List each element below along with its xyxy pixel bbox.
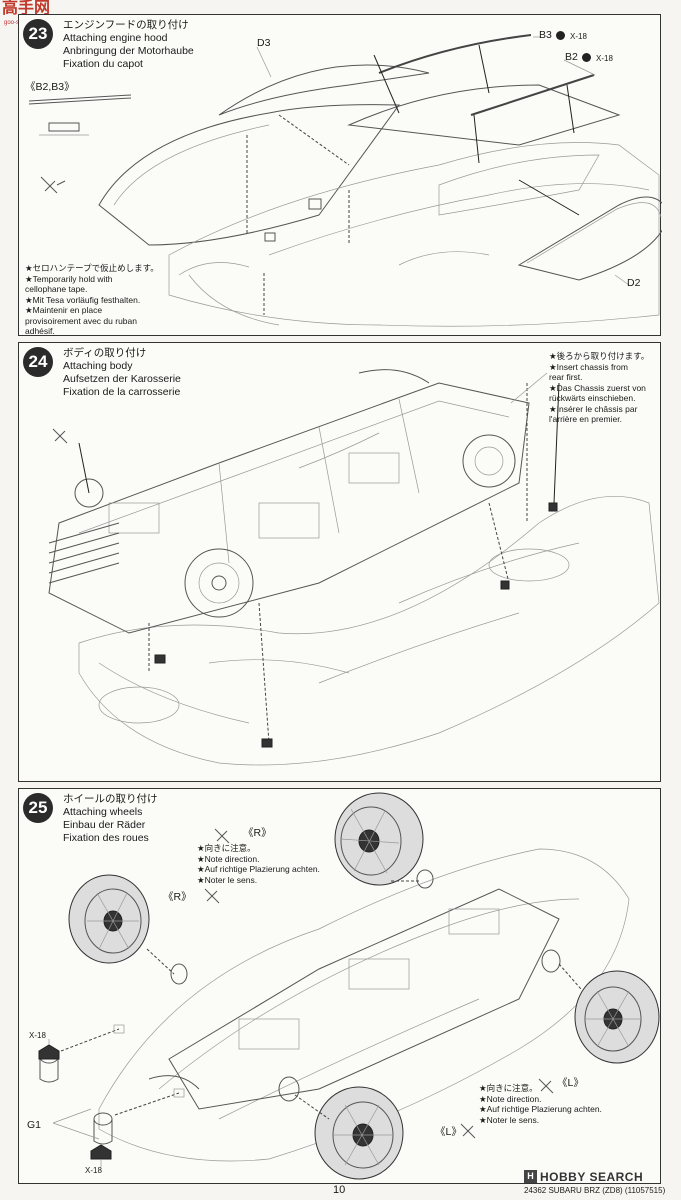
part-label-b2-b3: 《B2,B3》 <box>25 81 75 93</box>
note-line: rear first. <box>549 372 583 382</box>
title-en: Attaching body <box>63 360 133 372</box>
note-line: l'arrière en premier. <box>549 414 622 424</box>
hobby-search-logo-icon: H <box>524 1170 537 1183</box>
hobby-search-logo: HOBBY SEARCH <box>540 1170 644 1184</box>
wheel-label-r-front: 《R》 <box>163 891 192 903</box>
step-24-note: ★後ろから取り付けます。 ★Insert chassis from rear f… <box>549 351 649 425</box>
page-number: 10 <box>333 1184 346 1196</box>
step-25-note-bottom: ★向きに注意。 ★Note direction. ★Auf richtige P… <box>479 1083 602 1125</box>
screwdriver-icon <box>52 428 68 444</box>
step-title: ホイールの取り付け Attaching wheels Einbau der Rä… <box>63 793 158 845</box>
step-24-panel: 24 ボディの取り付け Attaching body Aufsetzen der… <box>18 342 661 782</box>
note-line: ★Insert chassis from <box>549 361 628 372</box>
note-line: ★Auf richtige Plazierung achten. <box>479 1104 602 1114</box>
title-en: Attaching engine hood <box>63 32 168 44</box>
part-label-b3: B3 <box>539 29 552 41</box>
title-jp: ボディの取り付け <box>63 347 147 359</box>
title-de: Einbau der Räder <box>63 819 146 831</box>
note-line: ★Noter le sens. <box>479 1114 540 1125</box>
wheels-diagram <box>38 792 660 1180</box>
screwdriver-icon <box>204 828 554 1139</box>
step-number: 24 <box>23 347 53 377</box>
title-fr: Fixation de la carrosserie <box>63 386 181 398</box>
b3-marker-icon <box>556 31 565 40</box>
b2-marker-icon <box>582 53 591 62</box>
chassis-body-diagram <box>48 369 660 766</box>
part-label-x18-b2: X-18 <box>596 54 613 63</box>
title-jp: ホイールの取り付け <box>63 793 158 805</box>
part-label-x18-top: X-18 <box>29 1031 46 1040</box>
note-line: ★Temporarily hold with <box>25 273 113 284</box>
note-line: ★後ろから取り付けます。 <box>549 351 650 361</box>
note-line: provisoirement avec du ruban <box>25 315 137 326</box>
note-line: ★セロハンテープで仮止めします。 <box>25 263 159 273</box>
part-label-g1: G1 <box>27 1119 42 1131</box>
note-line: cellophane tape. <box>25 284 88 294</box>
step-23-note: ★セロハンテープで仮止めします。 ★Temporarily hold with … <box>25 263 159 337</box>
step-23-panel: 23 エンジンフードの取り付け Attaching engine hood An… <box>18 14 662 337</box>
wheel-right-top <box>334 792 424 886</box>
step-25-note-top: ★向きに注意。 ★Note direction. ★Auf richtige P… <box>197 843 320 885</box>
step-25-panel: 25 ホイールの取り付け Attaching wheels Einbau der… <box>18 788 661 1184</box>
step-title: ボディの取り付け Attaching body Aufsetzen der Ka… <box>63 347 181 399</box>
wheel-label-l-rear: 《L》 <box>557 1077 584 1089</box>
title-en: Attaching wheels <box>63 806 143 818</box>
part-label-x18-b3: X-18 <box>570 32 587 41</box>
part-label-d3: D3 <box>257 37 271 49</box>
title-fr: Fixation du capot <box>63 58 143 70</box>
note-line: ★Insérer le châssis par <box>549 403 638 414</box>
step-number: 25 <box>23 793 53 823</box>
note-line: ★Auf richtige Plazierung achten. <box>197 864 320 874</box>
note-line: ★Das Chassis zuerst von <box>549 382 646 393</box>
tape-icon <box>39 122 89 136</box>
note-line: ★向きに注意。 <box>197 843 256 853</box>
title-jp: エンジンフードの取り付け <box>63 19 189 31</box>
note-line: ★向きに注意。 <box>479 1083 538 1093</box>
wheel-label-l-front: 《L》 <box>435 1126 462 1138</box>
watermark-logo: 高手网 <box>2 0 51 17</box>
wheel-right-front <box>68 874 150 964</box>
title-de: Anbringung der Motorhaube <box>63 45 194 57</box>
note-line: rückwärts einschieben. <box>549 393 636 403</box>
screwdriver-icon <box>40 176 66 194</box>
part-label-b2: B2 <box>565 51 578 63</box>
note-line: adhésif. <box>25 326 55 336</box>
wheel-left-front <box>314 1086 404 1180</box>
step-number: 23 <box>23 19 53 49</box>
note-line: ★Noter le sens. <box>197 874 258 885</box>
note-line: ★Maintenir en place <box>25 305 103 315</box>
note-line: ★Note direction. <box>479 1093 542 1104</box>
product-code: 24362 SUBARU BRZ (ZD8) (11057515) <box>524 1186 666 1195</box>
wheel-left-rear <box>574 970 660 1064</box>
engine-hood-diagram <box>28 34 662 327</box>
title-de: Aufsetzen der Karosserie <box>63 373 181 385</box>
part-label-x18-bottom: X-18 <box>85 1166 102 1175</box>
title-fr: Fixation des roues <box>63 832 149 844</box>
wheel-label-r-top: 《R》 <box>243 827 272 839</box>
note-line: ★Note direction. <box>197 853 260 864</box>
part-label-d2: D2 <box>627 277 641 289</box>
note-line: ★Mit Tesa vorläufig festhalten. <box>25 294 141 305</box>
step-title: エンジンフードの取り付け Attaching engine hood Anbri… <box>63 19 194 71</box>
